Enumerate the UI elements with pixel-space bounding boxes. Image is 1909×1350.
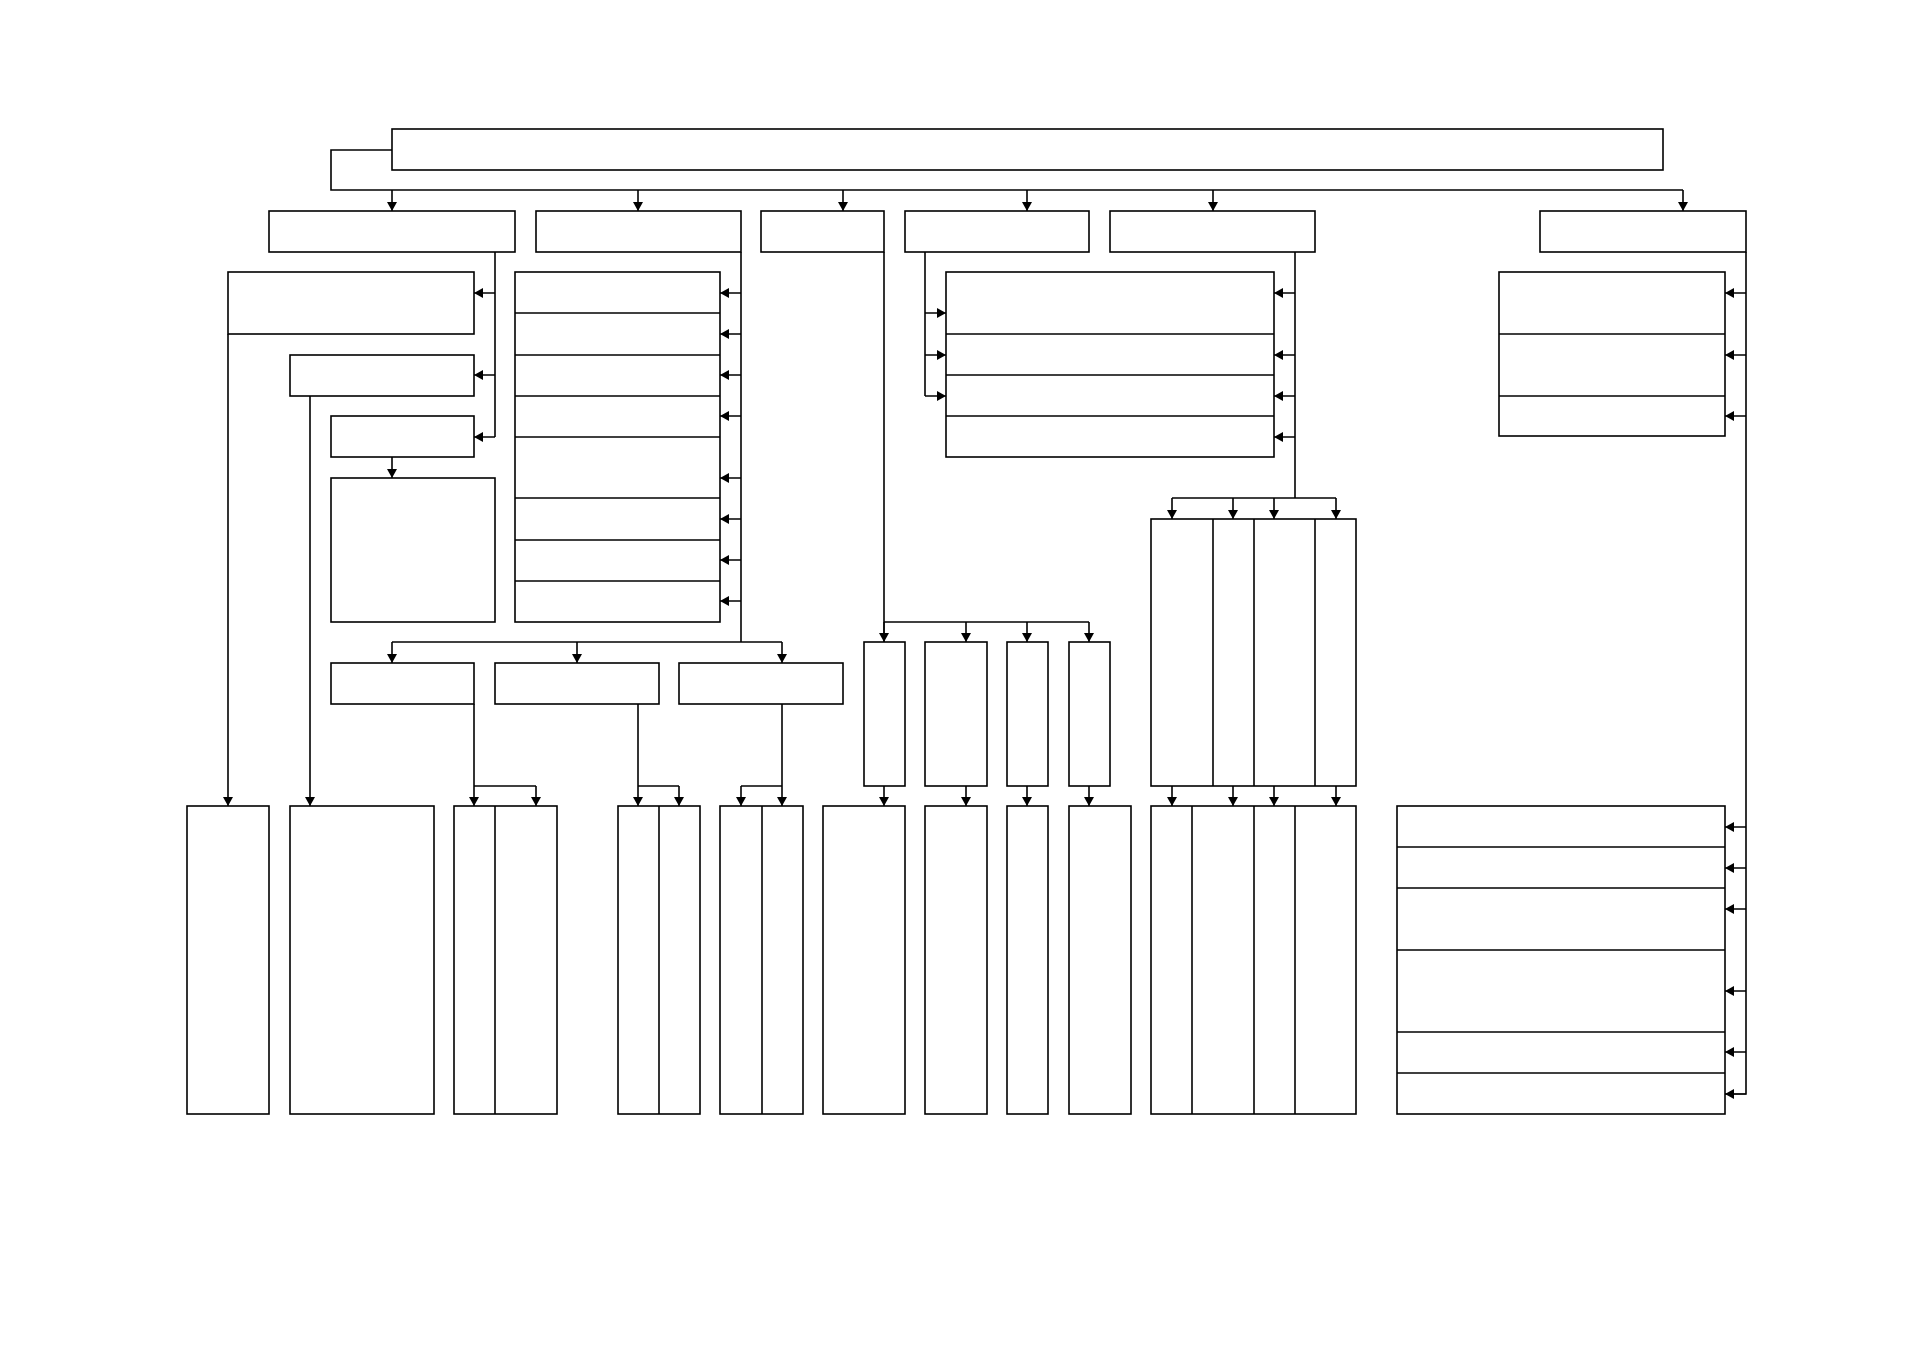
arrow-head-8 — [474, 370, 483, 380]
arrow-head-24 — [1022, 633, 1032, 642]
arrow-head-46 — [777, 797, 787, 806]
arrow-head-13 — [720, 370, 729, 380]
arrow-head-34 — [1228, 510, 1238, 519]
org-box-5 — [904, 210, 1090, 253]
arrow-head-52 — [1167, 797, 1177, 806]
arrow-head-22 — [879, 633, 889, 642]
org-box-17 — [924, 641, 988, 787]
org-box-12 — [514, 271, 721, 623]
arrow-head-28 — [937, 391, 946, 401]
org-box-31 — [1068, 805, 1132, 1115]
org-box-13 — [330, 662, 475, 705]
org-box-11 — [330, 477, 496, 623]
arrow-head-26 — [937, 308, 946, 318]
arrow-head-44 — [633, 797, 643, 806]
arrow-head-59 — [1725, 986, 1734, 996]
org-box-15 — [678, 662, 844, 705]
arrow-head-21 — [777, 654, 787, 663]
arrow-head-31 — [1274, 391, 1283, 401]
org-box-14 — [494, 662, 660, 705]
org-box-28 — [822, 805, 906, 1115]
org-box-7 — [1539, 210, 1747, 253]
org-box-9 — [289, 354, 475, 397]
org-box-22 — [1498, 271, 1726, 437]
arrow-head-61 — [1725, 1089, 1734, 1099]
arrow-head-10 — [387, 469, 397, 478]
arrow-head-15 — [720, 473, 729, 483]
arrow-head-25 — [1084, 633, 1094, 642]
arrow-head-2 — [633, 202, 643, 211]
org-box-33 — [1396, 805, 1726, 1115]
arrow-head-7 — [474, 288, 483, 298]
arrow-head-37 — [1725, 288, 1734, 298]
arrow-head-33 — [1167, 510, 1177, 519]
arrow-head-9 — [474, 432, 483, 442]
arrow-head-38 — [1725, 350, 1734, 360]
arrow-head-30 — [1274, 350, 1283, 360]
org-box-20 — [945, 271, 1275, 458]
org-box-25 — [453, 805, 558, 1115]
org-box-29 — [924, 805, 988, 1115]
arrow-head-4 — [1022, 202, 1032, 211]
org-box-6 — [1109, 210, 1316, 253]
connector-line-1 — [330, 149, 1683, 191]
arrow-head-41 — [305, 797, 315, 806]
arrow-head-54 — [1269, 797, 1279, 806]
arrow-head-14 — [720, 411, 729, 421]
arrow-head-57 — [1725, 863, 1734, 873]
arrow-head-18 — [720, 596, 729, 606]
arrow-head-20 — [572, 654, 582, 663]
org-box-4 — [760, 210, 885, 253]
org-box-16 — [863, 641, 906, 787]
arrow-head-48 — [879, 797, 889, 806]
arrow-head-11 — [720, 288, 729, 298]
arrow-head-50 — [1022, 797, 1032, 806]
org-box-24 — [289, 805, 435, 1115]
arrow-head-60 — [1725, 1047, 1734, 1057]
arrow-head-42 — [469, 797, 479, 806]
org-box-3 — [535, 210, 742, 253]
org-box-19 — [1068, 641, 1111, 787]
arrow-head-40 — [223, 797, 233, 806]
arrow-head-12 — [720, 329, 729, 339]
org-box-18 — [1006, 641, 1049, 787]
connector-line-61 — [1725, 252, 1747, 1095]
org-box-30 — [1006, 805, 1049, 1115]
arrow-head-19 — [387, 654, 397, 663]
arrow-head-3 — [838, 202, 848, 211]
arrow-head-56 — [1725, 822, 1734, 832]
arrow-head-55 — [1331, 797, 1341, 806]
arrow-head-35 — [1269, 510, 1279, 519]
arrow-head-27 — [937, 350, 946, 360]
arrow-head-5 — [1208, 202, 1218, 211]
arrow-head-51 — [1084, 797, 1094, 806]
arrow-head-29 — [1274, 288, 1283, 298]
org-box-23 — [186, 805, 270, 1115]
arrow-head-1 — [387, 202, 397, 211]
org-box-1 — [391, 128, 1664, 171]
arrow-head-23 — [961, 633, 971, 642]
arrow-head-58 — [1725, 904, 1734, 914]
arrow-head-49 — [961, 797, 971, 806]
arrow-head-39 — [1725, 411, 1734, 421]
org-box-8 — [227, 271, 475, 335]
org-box-2 — [268, 210, 516, 253]
arrow-head-45 — [674, 797, 684, 806]
arrow-head-47 — [736, 797, 746, 806]
arrow-head-6 — [1678, 202, 1688, 211]
arrow-head-17 — [720, 555, 729, 565]
org-box-10 — [330, 415, 475, 458]
arrow-head-32 — [1274, 432, 1283, 442]
arrow-head-16 — [720, 514, 729, 524]
arrow-head-43 — [531, 797, 541, 806]
arrow-head-36 — [1331, 510, 1341, 519]
arrow-head-53 — [1228, 797, 1238, 806]
